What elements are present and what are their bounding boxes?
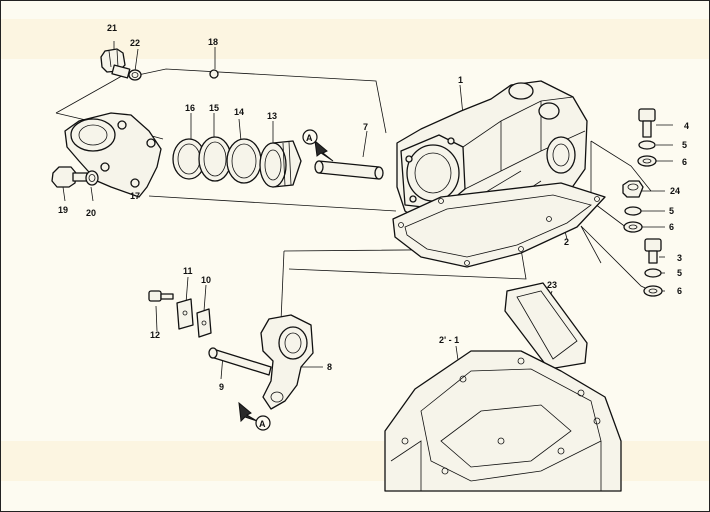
label-5-bottom: 5 — [677, 268, 682, 278]
bolt-4 — [638, 108, 656, 138]
label-10: 10 — [201, 275, 211, 285]
marker-a-bottom-label: A — [259, 419, 266, 429]
label-24: 24 — [670, 186, 680, 196]
label-2p-1: 2' - 1 — [439, 335, 459, 345]
label-3: 3 — [677, 253, 682, 263]
label-15: 15 — [209, 103, 219, 113]
gasket-2 — [392, 182, 606, 268]
nut-24 — [622, 180, 644, 198]
washer-5-top — [638, 140, 656, 150]
label-6-middle: 6 — [669, 222, 674, 232]
bolt-3 — [644, 238, 662, 264]
washer-6-middle — [623, 221, 643, 233]
plate-11 — [176, 298, 194, 330]
washer-5-middle — [624, 206, 642, 216]
arm-8 — [260, 314, 314, 410]
ring-15 — [198, 136, 232, 182]
bolt-19 — [51, 166, 88, 188]
label-11: 11 — [183, 266, 193, 276]
arrow-marker-a-top — [302, 129, 334, 162]
label-18: 18 — [208, 37, 218, 47]
washer-5-bottom — [644, 268, 662, 278]
marker-a-top-label: A — [306, 133, 313, 143]
label-16: 16 — [185, 103, 195, 113]
bolt-12 — [148, 290, 174, 302]
label-12: 12 — [150, 330, 160, 340]
label-6-top: 6 — [682, 157, 687, 167]
ring-18 — [209, 69, 219, 79]
label-9: 9 — [219, 382, 224, 392]
washer-22 — [128, 69, 142, 81]
rod-7 — [314, 160, 384, 180]
label-21: 21 — [107, 23, 117, 33]
bolt-21 — [100, 48, 131, 79]
lower-case-2p-1 — [384, 350, 622, 492]
arrow-marker-a-bottom — [238, 401, 271, 431]
washer-6-top — [637, 155, 657, 167]
label-5-middle: 5 — [669, 206, 674, 216]
label-7: 7 — [363, 122, 368, 132]
plate-10 — [196, 308, 212, 338]
label-20: 20 — [86, 208, 96, 218]
label-14: 14 — [234, 107, 244, 117]
pin-9 — [208, 347, 272, 376]
gasket-23 — [504, 282, 588, 370]
ring-14 — [226, 138, 262, 184]
label-17: 17 — [130, 191, 140, 201]
label-23: 23 — [547, 280, 557, 290]
label-1: 1 — [458, 75, 463, 85]
label-19: 19 — [58, 205, 68, 215]
label-2: 2 — [564, 237, 569, 247]
label-5-top: 5 — [682, 140, 687, 150]
part-labels: 1 2 2' - 1 3 4 5 5 5 6 6 6 7 8 9 10 11 1… — [58, 23, 689, 429]
cover-17 — [64, 112, 162, 198]
label-22: 22 — [130, 38, 140, 48]
label-6-bottom: 6 — [677, 286, 682, 296]
piston-13 — [259, 140, 302, 188]
washer-6-bottom — [643, 285, 663, 297]
label-4: 4 — [684, 121, 689, 131]
label-13: 13 — [267, 111, 277, 121]
label-8: 8 — [327, 362, 332, 372]
washer-20 — [85, 170, 99, 186]
